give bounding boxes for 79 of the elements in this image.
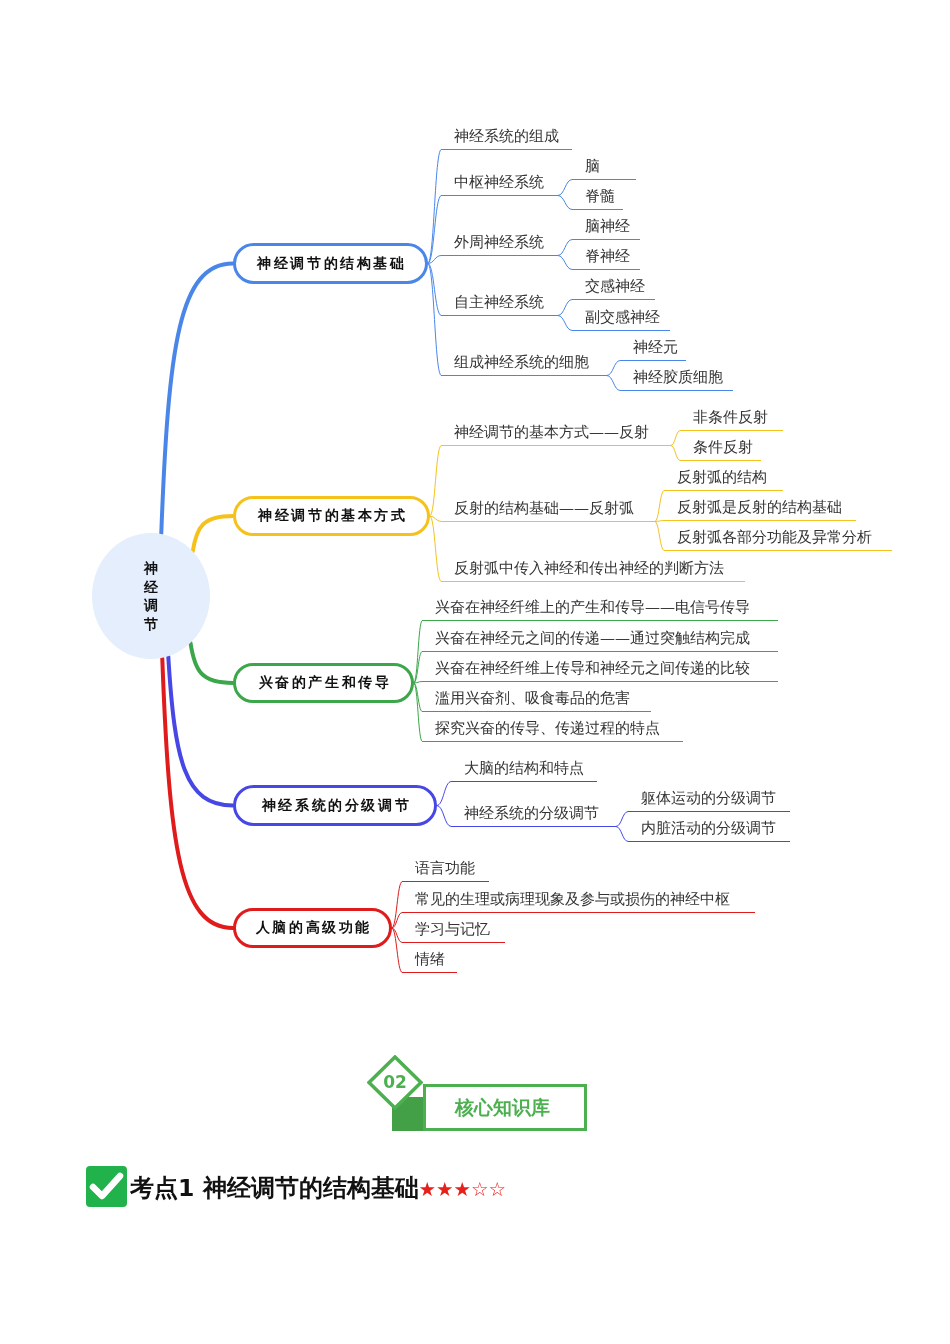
branch-line	[654, 490, 665, 522]
topic-pill: 神经调节的基本方式	[233, 496, 430, 536]
branch-line	[160, 655, 235, 930]
branch-line	[606, 360, 621, 376]
underlined-topic: 探究兴奋的传导、传递过程的特点	[422, 718, 683, 742]
underlined-topic: 兴奋在神经纤维上传导和神经元之间传递的比较	[422, 658, 778, 682]
branch-line	[413, 681, 423, 684]
underlined-topic: 常见的生理或病理现象及参与或损伤的神经中枢	[402, 889, 755, 913]
branch-line	[391, 927, 403, 973]
topic-pill: 兴奋的产生和传导	[233, 663, 414, 703]
underlined-topic: 滥用兴奋剂、吸食毒品的危害	[422, 688, 651, 712]
branch-line	[391, 927, 403, 943]
branch-line	[188, 640, 235, 685]
underlined-topic: 反射弧是反射的结构基础	[664, 497, 856, 521]
branch-line	[429, 515, 442, 522]
branch-line	[615, 811, 629, 827]
topic-pill: 人脑的高级功能	[233, 908, 392, 948]
underlined-topic: 脊髓	[572, 186, 623, 210]
branch-line	[429, 445, 442, 517]
branch-line	[615, 826, 629, 842]
branch-line	[436, 781, 452, 806]
underlined-topic: 语言功能	[402, 858, 489, 882]
topic-pill: 神经系统的分级调节	[233, 785, 437, 826]
underlined-topic: 神经元	[620, 337, 686, 361]
underlined-topic: 脑	[572, 156, 636, 180]
underlined-topic: 反射的结构基础——反射弧	[441, 498, 655, 522]
branch-line	[557, 315, 573, 331]
underlined-topic: 反射弧的结构	[664, 467, 783, 491]
branch-line	[606, 375, 621, 391]
branch-line	[436, 805, 452, 827]
branch-line	[159, 261, 235, 536]
branch-line	[190, 514, 235, 554]
underlined-topic: 中枢神经系统	[441, 172, 558, 196]
branch-line	[429, 515, 442, 582]
branch-line	[413, 682, 423, 742]
branch-line	[427, 255, 442, 264]
branch-line	[670, 430, 681, 446]
branch-line	[670, 445, 681, 461]
branch-line	[427, 263, 442, 376]
branch-line	[557, 195, 573, 210]
branch-line	[166, 654, 235, 808]
branch-line	[557, 239, 573, 256]
underlined-topic: 交感神经	[572, 276, 655, 300]
branch-line	[654, 520, 665, 522]
underlined-topic: 情绪	[402, 949, 457, 973]
underlined-topic: 神经胶质细胞	[620, 367, 733, 391]
underlined-topic: 兴奋在神经元之间的传递——通过突触结构完成	[422, 628, 778, 652]
topic-pill: 神经调节的结构基础	[233, 243, 428, 284]
branch-line	[413, 651, 423, 684]
underlined-topic: 躯体运动的分级调节	[628, 788, 790, 812]
underlined-topic: 大脑的结构和特点	[451, 758, 597, 782]
branch-line	[413, 620, 423, 684]
underlined-topic: 自主神经系统	[441, 292, 558, 316]
branch-line	[427, 263, 442, 316]
underlined-topic: 学习与记忆	[402, 919, 505, 943]
branch-line	[391, 881, 403, 929]
underlined-topic: 脑神经	[572, 216, 640, 240]
underlined-topic: 外周神经系统	[441, 232, 558, 256]
underlined-topic: 条件反射	[680, 437, 761, 461]
underlined-topic: 脊神经	[572, 246, 640, 270]
underlined-topic: 内脏活动的分级调节	[628, 818, 790, 842]
underlined-topic: 组成神经系统的细胞	[441, 352, 607, 376]
branch-line	[557, 299, 573, 316]
branch-line	[557, 255, 573, 270]
underlined-topic: 神经系统的组成	[441, 126, 572, 150]
underlined-topic: 反射弧各部分功能及异常分析	[664, 527, 892, 551]
branch-line	[654, 521, 665, 551]
underlined-topic: 反射弧中传入神经和传出神经的判断方法	[441, 558, 745, 582]
underlined-topic: 神经调节的基本方式——反射	[441, 422, 671, 446]
branch-line	[557, 179, 573, 196]
underlined-topic: 兴奋在神经纤维上的产生和传导——电信号传导	[422, 597, 778, 621]
star-rating: ★★★☆☆	[418, 1177, 506, 1203]
section-heading: 考点1 神经调节的结构基础	[130, 1174, 419, 1202]
branch-line	[391, 912, 403, 929]
branch-line	[427, 195, 442, 264]
underlined-topic: 非条件反射	[680, 407, 783, 431]
central-topic-circle: 神经调节	[92, 533, 210, 659]
underlined-topic: 副交感神经	[572, 307, 670, 331]
underlined-topic: 神经系统的分级调节	[451, 803, 616, 827]
